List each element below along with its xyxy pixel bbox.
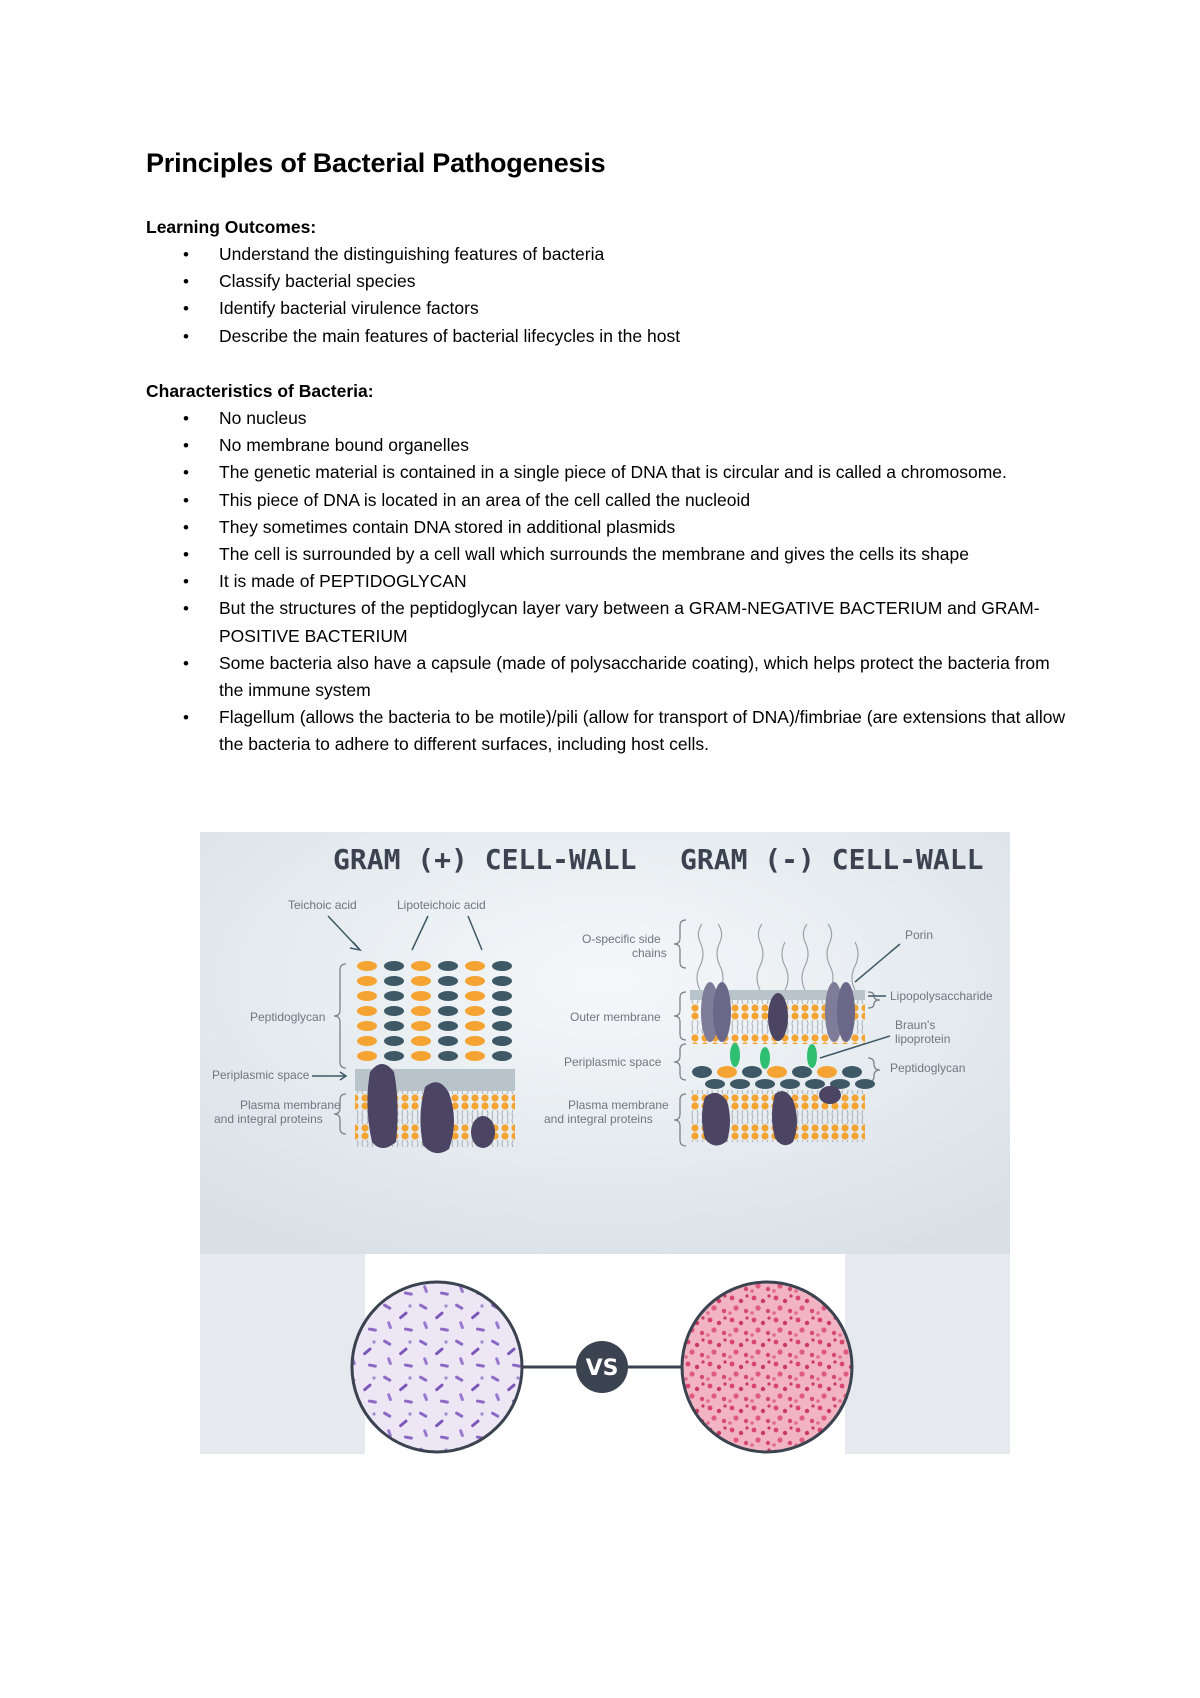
learning-outcomes-heading: Learning Outcomes: — [146, 217, 317, 237]
list-item-text: No nucleus — [219, 408, 307, 428]
list-item: • Understand the distinguishing features … — [146, 241, 1076, 268]
vs-badge — [576, 1341, 628, 1393]
list-item-text: The genetic material is contained in a s… — [219, 462, 1007, 483]
bullet-glyph: • — [183, 653, 189, 673]
bullet-glyph: • — [183, 326, 189, 346]
characteristics-heading: Characteristics of Bacteria: — [146, 381, 374, 401]
bullet-glyph: • — [183, 299, 189, 319]
list-item: • Classify bacterial species — [146, 268, 1076, 295]
lipoteichoic-acid-label: Lipoteichoic acid — [397, 898, 486, 912]
o-specific-label-1: O-specific side — [582, 932, 661, 946]
learning-outcomes-list: • Understand the distinguishing features … — [146, 241, 1076, 350]
list-item-text: But the structures of the peptidoglycan … — [219, 598, 1040, 646]
bullet-glyph: • — [183, 272, 189, 292]
list-item: • This piece of DNA is located in an area… — [146, 487, 1076, 514]
page-title: Principles of Bacterial Pathogenesis — [146, 148, 606, 178]
list-item: • It is made of PEPTIDOGLYCAN — [146, 568, 1076, 595]
characteristics-list: • No nucleus • No membrane bound organelles… — [146, 405, 1076, 759]
plasma-membrane-label-pos: Plasma membrane — [240, 1098, 341, 1112]
plasma-membrane-label-neg: Plasma membrane — [568, 1098, 669, 1112]
vs-label: VS — [586, 1356, 619, 1381]
peptidoglycan-label-pos: Peptidoglycan — [250, 1010, 325, 1024]
gram-figure-svg: GRAM (+) CELL-WALL GRAM (-) CELL-WALL Te… — [200, 832, 1010, 1454]
gram-positive-diagram: Teichoic acid Lipoteichoic acid Peptidog… — [212, 898, 515, 1154]
bullet-glyph: • — [183, 409, 189, 428]
integral-proteins-label-pos: and integral proteins — [214, 1112, 323, 1126]
list-item: • The genetic material is contained in a … — [146, 459, 1076, 486]
periplasmic-label-neg: Periplasmic space — [564, 1055, 662, 1069]
bullet-glyph: • — [183, 517, 189, 537]
periplasmic-label-pos: Periplasmic space — [212, 1068, 310, 1082]
lipopolysaccharide-label: Lipopolysaccharide — [890, 989, 993, 1003]
list-item: • But the structures of the peptidoglycan… — [146, 595, 1076, 649]
list-item-text: Identify bacterial virulence factors — [219, 298, 479, 319]
diagram-background — [200, 832, 1010, 1254]
list-item: • Flagellum (allows the bacteria to be mo… — [146, 704, 1076, 758]
gram-cell-wall-figure: GRAM (+) CELL-WALL GRAM (-) CELL-WALL Te… — [200, 832, 1010, 1454]
list-item: • They sometimes contain DNA stored in ad… — [146, 514, 1076, 541]
list-item: • The cell is surrounded by a cell wall w… — [146, 541, 1076, 568]
bullet-glyph: • — [183, 245, 189, 264]
bullet-glyph: • — [183, 572, 189, 592]
gram-negative-stain-circle — [680, 1280, 854, 1454]
list-item-text: Understand the distinguishing features o… — [219, 244, 605, 264]
bullet-glyph: • — [183, 545, 189, 565]
list-item-text: No membrane bound organelles — [219, 435, 470, 456]
o-specific-label-2: chains — [632, 946, 667, 960]
list-item-text: Describe the main features of bacterial … — [219, 325, 681, 346]
gram-negative-diagram: O-specific side chains Outer membrane Pe… — [544, 919, 993, 1147]
list-item-text: The cell is surrounded by a cell wall wh… — [219, 544, 969, 565]
bullet-glyph: • — [183, 490, 189, 510]
integral-proteins-label-neg: and integral proteins — [544, 1112, 653, 1126]
brauns-label-2: lipoprotein — [895, 1032, 950, 1046]
teichoic-acid-label: Teichoic acid — [288, 898, 357, 912]
list-item: • Some bacteria also have a capsule (made… — [146, 650, 1076, 704]
gram-positive-stain-circle — [350, 1280, 524, 1454]
list-item-text: Some bacteria also have a capsule (made … — [219, 652, 1050, 701]
list-item: • Describe the main features of bacterial… — [146, 323, 1076, 350]
brauns-label-1: Braun's — [895, 1018, 935, 1032]
list-item: • No nucleus — [146, 405, 1076, 432]
bullet-glyph: • — [183, 708, 189, 728]
list-item-text: They sometimes contain DNA stored in add… — [219, 516, 676, 537]
list-item: • No membrane bound organelles — [146, 432, 1076, 459]
outer-membrane-label: Outer membrane — [570, 1010, 661, 1024]
peptidoglycan-label-neg: Peptidoglycan — [890, 1061, 965, 1075]
bullet-glyph: • — [183, 599, 189, 619]
gram-positive-title: GRAM (+) CELL-WALL — [333, 843, 636, 876]
list-item-text: Flagellum (allows the bacteria to be mot… — [219, 707, 1066, 755]
list-item-text: It is made of PEPTIDOGLYCAN — [219, 571, 467, 592]
list-item-text: This piece of DNA is located in an area … — [219, 489, 751, 510]
list-item-text: Classify bacterial species — [219, 271, 416, 292]
porin-label: Porin — [905, 928, 933, 942]
bullet-glyph: • — [183, 463, 189, 483]
micrograph-comparison: VS — [350, 1280, 854, 1454]
list-item: • Identify bacterial virulence factors — [146, 295, 1076, 322]
bullet-glyph: • — [183, 436, 189, 456]
gram-negative-title: GRAM (-) CELL-WALL — [680, 843, 983, 876]
